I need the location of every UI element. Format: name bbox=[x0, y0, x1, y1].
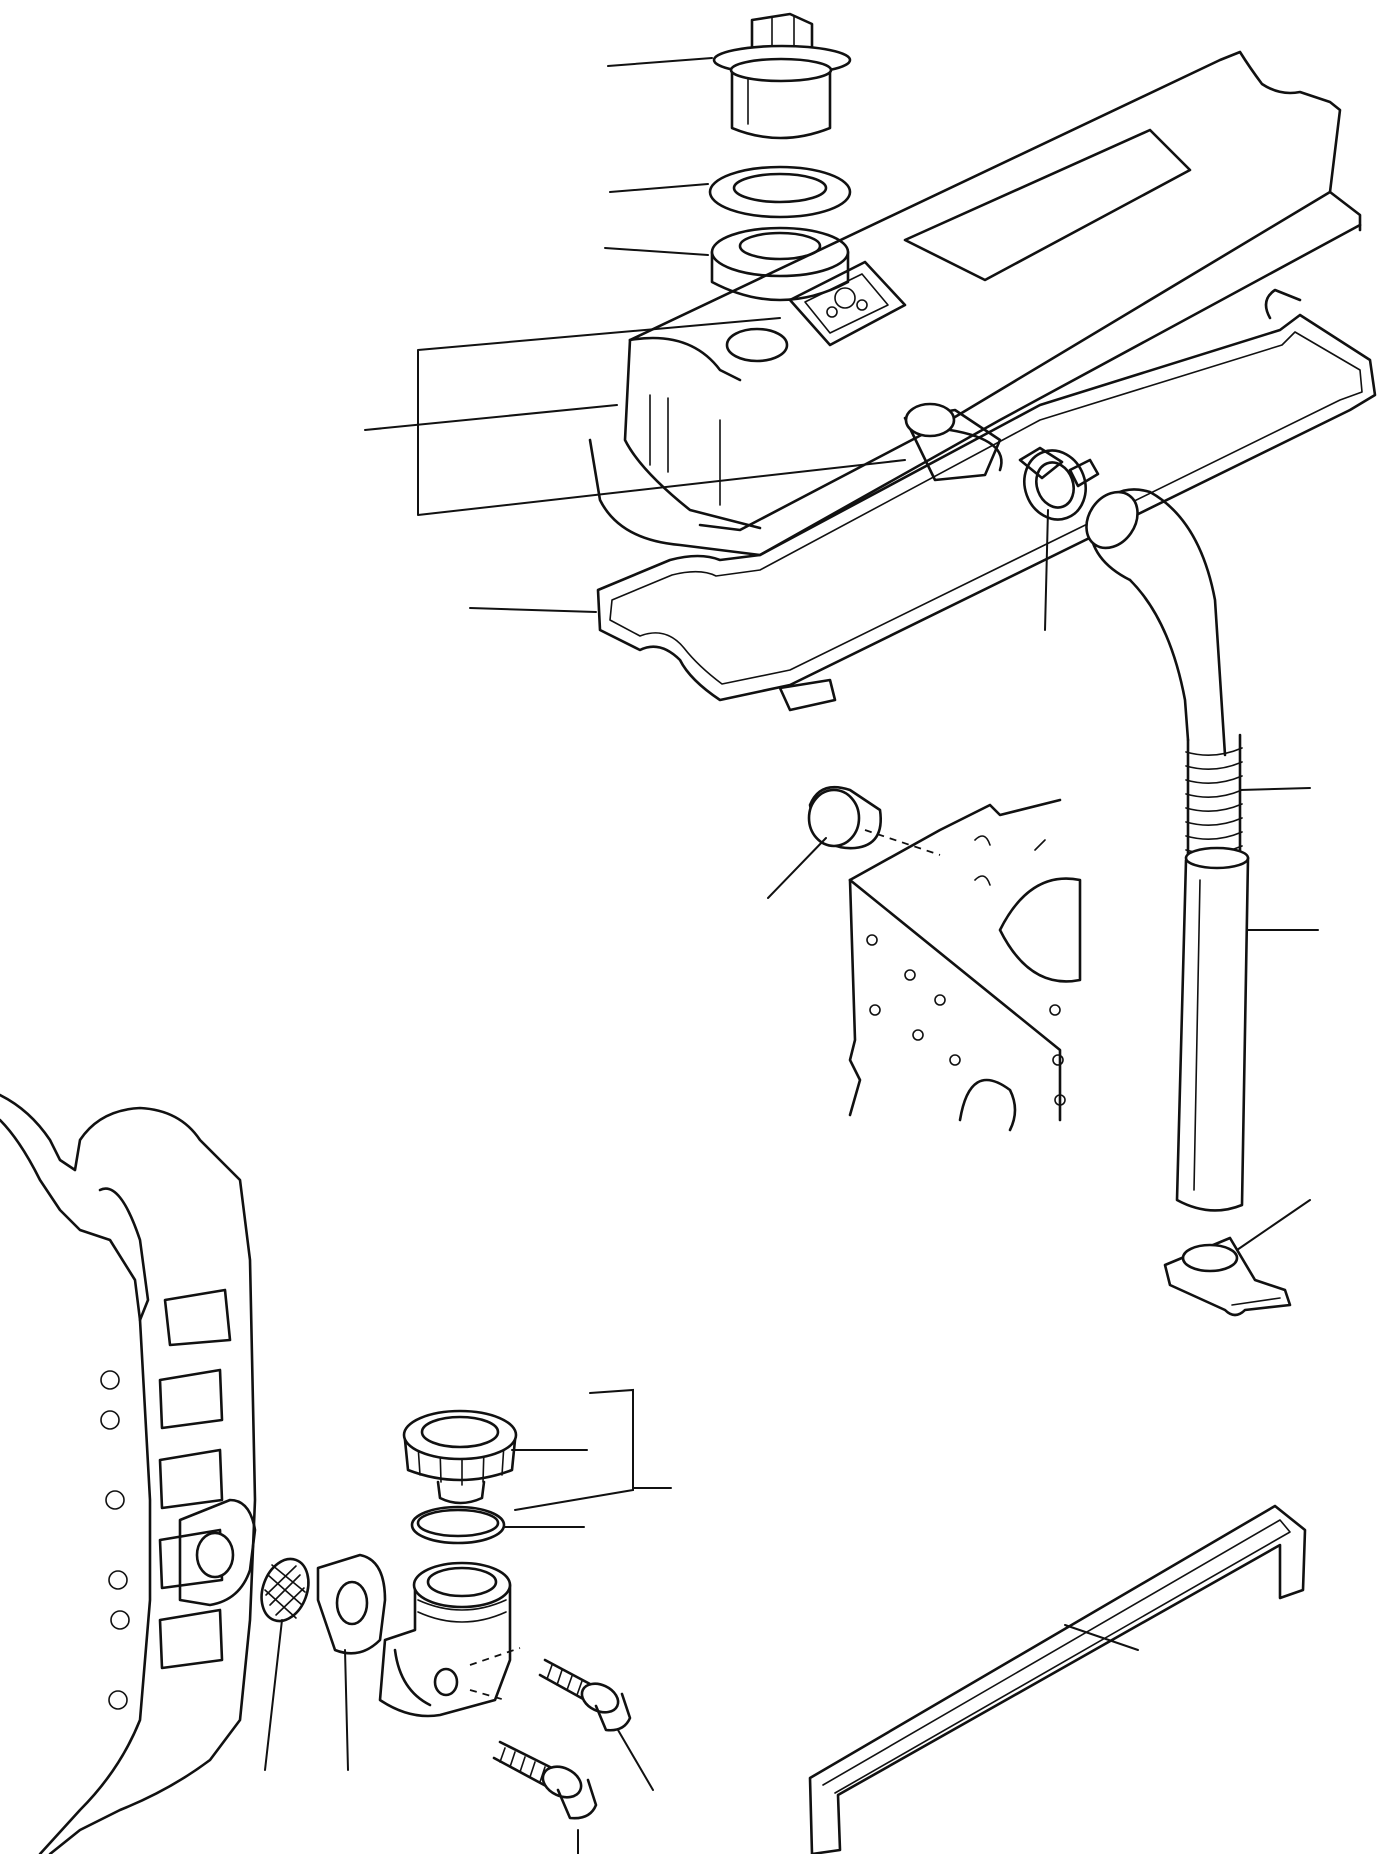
bolt-long bbox=[492, 1740, 598, 1820]
bolt-short bbox=[538, 1658, 632, 1732]
corrugated-section bbox=[1185, 733, 1243, 857]
cover-gasket bbox=[596, 288, 1377, 712]
grommet bbox=[710, 226, 850, 302]
strainer bbox=[260, 1557, 310, 1623]
side-cover-gasket bbox=[808, 1504, 1307, 1854]
filler-cap bbox=[402, 1409, 518, 1505]
breather-cap bbox=[712, 12, 852, 140]
filler-elbow bbox=[378, 1561, 521, 1718]
valve-cover bbox=[588, 50, 1362, 557]
flywheel-housing bbox=[0, 1093, 257, 1854]
breather-hose bbox=[1085, 488, 1227, 757]
expansion-plug bbox=[807, 785, 941, 856]
leader-lines bbox=[264, 57, 1319, 1854]
hose-clamp bbox=[1018, 446, 1100, 521]
o-ring bbox=[410, 1505, 506, 1545]
washer-upper bbox=[708, 165, 852, 219]
breather-tube bbox=[1175, 846, 1250, 1212]
tube-bracket bbox=[1163, 1236, 1292, 1317]
elbow-gasket bbox=[316, 1553, 387, 1655]
cylinder-block bbox=[848, 798, 1082, 1132]
